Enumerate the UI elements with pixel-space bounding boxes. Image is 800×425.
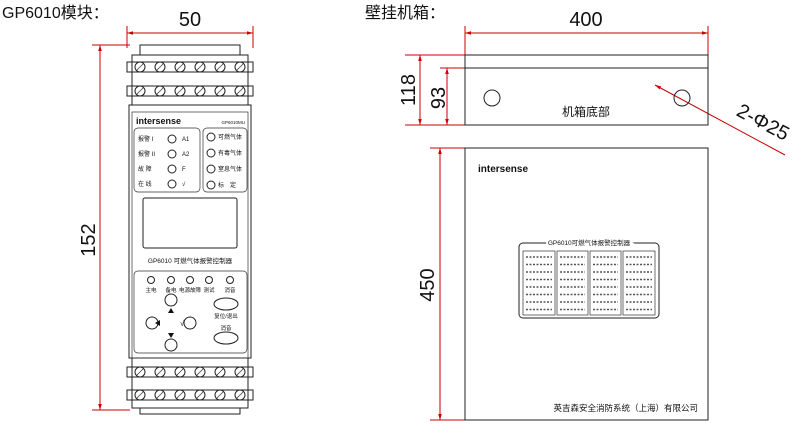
- gas-indicator-label: 窒息气体: [218, 165, 242, 173]
- mute-button[interactable]: [213, 331, 239, 345]
- status-led: [186, 276, 194, 284]
- cabinet-bottom-view: 机箱底部: [464, 54, 709, 126]
- cabinet-panel-title: GP6010可燃气体报警控制器: [548, 238, 631, 247]
- nav-buttons: √ 复位/退出 消音: [145, 293, 239, 352]
- gas-indicator-label: 标 定: [218, 181, 236, 189]
- mini-module: [622, 250, 656, 316]
- status-led-label: 电源故障: [179, 286, 202, 294]
- status-led-label: 测试: [203, 286, 215, 294]
- module-dimensions: 50 152: [78, 9, 254, 411]
- cable-hole: [673, 89, 691, 107]
- terminal-screw: [194, 61, 206, 73]
- terminal-screw: [234, 366, 246, 378]
- terminal-screw: [154, 85, 166, 97]
- indicator-code: A1: [182, 137, 190, 143]
- reset-button[interactable]: [213, 297, 239, 311]
- status-led: [205, 276, 213, 284]
- mini-module: [589, 250, 622, 316]
- up-arrow-icon: [168, 308, 174, 313]
- left-arrow-icon: [155, 320, 160, 326]
- indicator-led: [167, 149, 177, 159]
- manufacturer: 英吉森安全消防系统（上海）有限公司: [553, 403, 698, 413]
- hole-spec: 2-Φ25: [733, 100, 793, 146]
- mute-label: 消音: [220, 324, 232, 332]
- cabinet-panel: [518, 242, 660, 319]
- cable-hole: [483, 89, 501, 107]
- gas-indicator-group: [202, 127, 248, 193]
- cabinet-dimensions: 400 118 93 2-Φ25 450: [398, 9, 793, 421]
- indicator-label: 报警 II: [138, 150, 155, 158]
- terminal-screw: [234, 389, 246, 401]
- terminal-screw: [214, 85, 226, 97]
- terminal-screw: [174, 61, 186, 73]
- gas-indicator-led: [206, 180, 216, 190]
- terminal-screw: [174, 389, 186, 401]
- indicator-label: 故 障: [138, 165, 152, 173]
- terminal-screw: [194, 366, 206, 378]
- terminal-screw: [194, 389, 206, 401]
- terminal-screw: [234, 61, 246, 73]
- reset-label: 复位/退出: [214, 312, 238, 320]
- mini-module: [522, 250, 556, 316]
- cabinet-front-view: intersense GP6010可燃气体报警控制器 英吉森安全消防系统（上海）…: [464, 147, 709, 421]
- gas-indicator-label: 有毒气体: [218, 149, 242, 157]
- terminal-screw: [174, 366, 186, 378]
- down-arrow-icon: [168, 333, 174, 338]
- gas-indicator-led: [206, 132, 216, 142]
- module-height-dim: 152: [78, 223, 100, 256]
- down-button[interactable]: [164, 338, 178, 352]
- terminal-screw: [154, 389, 166, 401]
- indicator-code: F: [182, 167, 186, 173]
- status-led: [167, 276, 175, 284]
- module-title: GP6010模块：: [2, 4, 109, 22]
- terminal-screw: [154, 61, 166, 73]
- indicator-label: 报警 I: [138, 135, 154, 143]
- ok-button[interactable]: [183, 316, 197, 330]
- mini-module: [556, 250, 589, 316]
- indicator-led: [167, 164, 177, 174]
- cabinet-title: 壁挂机箱：: [365, 3, 445, 22]
- ok-symbol: √: [180, 319, 185, 328]
- status-led: [147, 276, 155, 284]
- indicator-code: √: [182, 181, 186, 188]
- terminal-screw: [134, 61, 146, 73]
- cabinet-brand-logo: intersense: [478, 164, 528, 175]
- module-display: [142, 197, 238, 249]
- module-body: [126, 44, 254, 415]
- gas-indicator-label: 可燃气体: [218, 133, 242, 141]
- module-model: GP6010MU: [221, 120, 245, 125]
- terminal-screw: [174, 85, 186, 97]
- terminal-screw: [134, 389, 146, 401]
- control-panel: [133, 270, 248, 354]
- status-led-label: 备电: [165, 286, 177, 294]
- alarm-indicator-group: [133, 127, 201, 193]
- cabinet-height-dim: 450: [417, 268, 439, 301]
- cabinet-bottom-label: 机箱底部: [562, 104, 610, 119]
- indicator-led: [167, 134, 177, 144]
- module-brand-logo: intersense: [136, 116, 181, 126]
- status-led-label: 主电: [145, 286, 157, 294]
- cabinet-hole-dim: 93: [428, 87, 450, 109]
- terminal-screw: [134, 85, 146, 97]
- module-width-dim: 50: [179, 9, 201, 31]
- indicator-code: A2: [182, 152, 190, 158]
- terminal-screw: [214, 61, 226, 73]
- status-led: [226, 276, 234, 284]
- terminal-screw: [154, 366, 166, 378]
- terminal-screw: [194, 85, 206, 97]
- status-led-label: 消音: [224, 286, 236, 294]
- terminal-screw: [214, 366, 226, 378]
- terminal-screw: [214, 389, 226, 401]
- cabinet-width-dim: 400: [569, 9, 602, 31]
- terminal-screw: [234, 85, 246, 97]
- indicator-label: 在 线: [138, 180, 152, 188]
- up-button[interactable]: [164, 293, 178, 307]
- module-product-name: GP6010 可燃气体报警控制器: [148, 256, 233, 265]
- gas-indicator-led: [206, 148, 216, 158]
- terminal-screw: [134, 366, 146, 378]
- gas-indicator-led: [206, 164, 216, 174]
- cabinet-depth-dim: 118: [398, 74, 420, 106]
- indicator-led: [167, 179, 177, 189]
